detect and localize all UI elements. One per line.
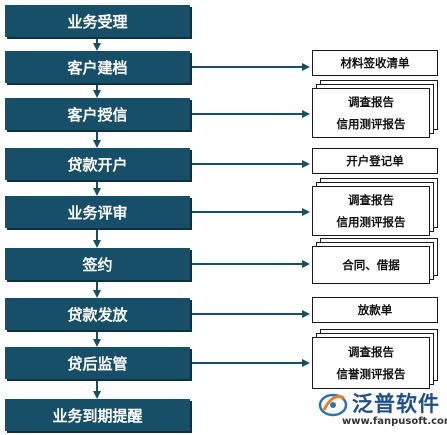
document-text: 信用测评报告 — [336, 215, 406, 229]
document-text: 信誉测评报告 — [336, 367, 406, 381]
document-5: 合同、借据 — [312, 238, 438, 284]
document-text: 开户登记单 — [346, 154, 404, 168]
document-6: 放款单 — [312, 297, 438, 323]
document-2: 调查报告信用测评报告 — [312, 80, 438, 138]
document-front-sheet: 调查报告信用测评报告 — [312, 186, 430, 236]
step-1: 业务受理 — [5, 5, 190, 37]
document-1: 材料签收清单 — [312, 50, 438, 76]
step-2: 客户建档 — [5, 51, 190, 83]
document-text: 信用测评报告 — [336, 117, 406, 131]
document-front-sheet: 材料签收清单 — [312, 50, 438, 76]
document-front-sheet: 放款单 — [312, 297, 438, 323]
document-front-sheet: 合同、借据 — [312, 246, 430, 284]
document-front-sheet: 调查报告信誉测评报告 — [312, 337, 430, 389]
document-text: 合同、借据 — [342, 258, 400, 272]
document-text: 调查报告 — [348, 95, 394, 109]
document-3: 开户登记单 — [312, 148, 438, 174]
step-9: 业务到期提醒 — [5, 399, 190, 431]
logo-url: www.fanpusoft.com — [342, 416, 447, 427]
step-3: 客户授信 — [5, 98, 190, 130]
document-text: 放款单 — [357, 303, 393, 317]
logo-mark-icon — [318, 393, 348, 417]
document-front-sheet: 开户登记单 — [312, 148, 438, 174]
document-text: 调查报告 — [348, 193, 394, 207]
fanpu-logo: 泛普软件 www.fanpusoft.com — [318, 388, 447, 432]
logo-name: 泛普软件 — [352, 392, 440, 416]
document-7: 调查报告信誉测评报告 — [312, 329, 438, 389]
step-7: 贷款发放 — [5, 298, 190, 330]
step-8: 贷后监管 — [5, 347, 190, 379]
step-4: 贷款开户 — [5, 148, 190, 180]
document-4: 调查报告信用测评报告 — [312, 178, 438, 236]
step-6: 签约 — [5, 248, 190, 280]
document-front-sheet: 调查报告信用测评报告 — [312, 88, 430, 138]
step-5: 业务评审 — [5, 196, 190, 228]
document-text: 调查报告 — [348, 345, 394, 359]
document-text: 材料签收清单 — [340, 56, 410, 70]
